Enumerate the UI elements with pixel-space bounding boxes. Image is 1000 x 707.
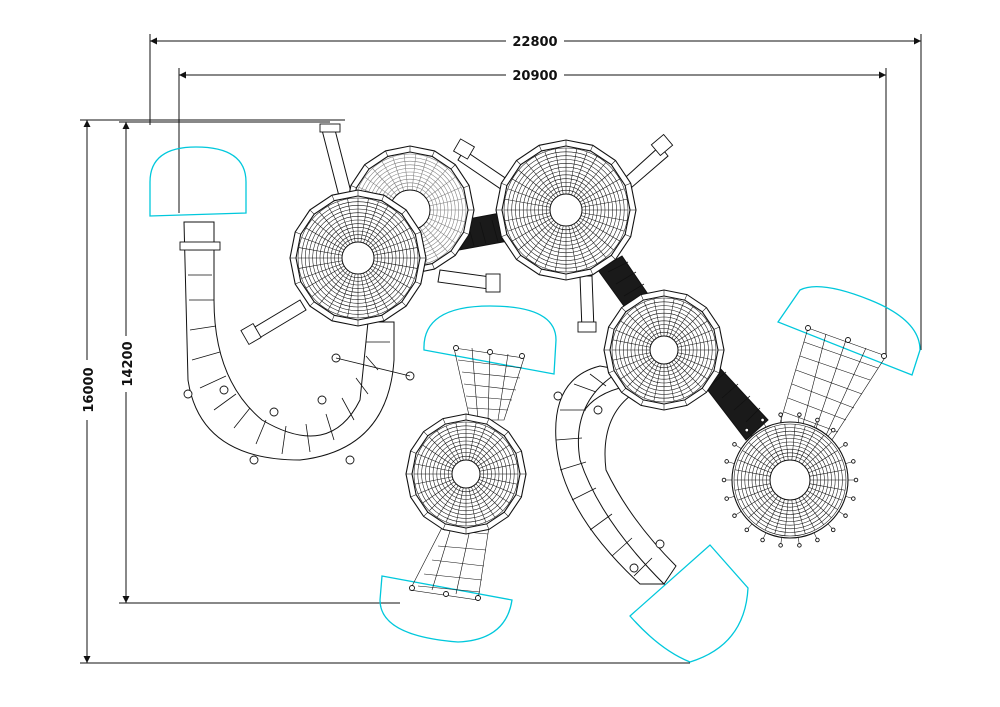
dimension-inner-width-label: 20900	[512, 69, 557, 84]
dimension-inner-height: 14200	[119, 121, 400, 604]
net-center-top	[453, 345, 525, 421]
dimension-inner-width: 20900	[178, 68, 887, 358]
climbing-nets	[409, 325, 887, 601]
net-right	[777, 325, 887, 447]
towers	[289, 139, 859, 548]
safety-zone-slide-left	[149, 146, 247, 217]
tower-pole-hole	[451, 459, 481, 489]
tower-right-mid	[603, 289, 725, 411]
tower-top-center	[495, 139, 637, 281]
slide-left	[179, 221, 415, 465]
tower-net	[503, 147, 629, 273]
safety-zone-center-bottom	[379, 575, 513, 643]
tower-net	[611, 297, 717, 403]
tower-pole-hole	[769, 459, 811, 501]
dimension-overall-width-label: 22800	[512, 35, 557, 50]
dimension-inner-height-label: 14200	[121, 341, 136, 386]
tower-net	[733, 423, 847, 537]
safety-zone-right-net	[777, 286, 921, 376]
safety-zone-center-top	[423, 305, 557, 375]
safety-zone-slide-right	[629, 544, 749, 663]
dimension-overall-width: 22800	[149, 34, 922, 350]
dimension-overall-height: 16000	[80, 119, 690, 664]
tower-net	[297, 197, 419, 319]
safety-zones	[149, 146, 921, 663]
tower-pole-hole	[649, 335, 679, 365]
tower-right-bottom	[721, 412, 859, 548]
tower-left	[289, 189, 427, 327]
slide-right	[553, 359, 677, 585]
tower-net	[413, 421, 519, 527]
tower-pole-hole	[341, 241, 375, 275]
tower-pole-hole	[549, 193, 583, 227]
tower-center-bottom	[405, 413, 527, 535]
dimension-overall-height-label: 16000	[82, 367, 97, 412]
